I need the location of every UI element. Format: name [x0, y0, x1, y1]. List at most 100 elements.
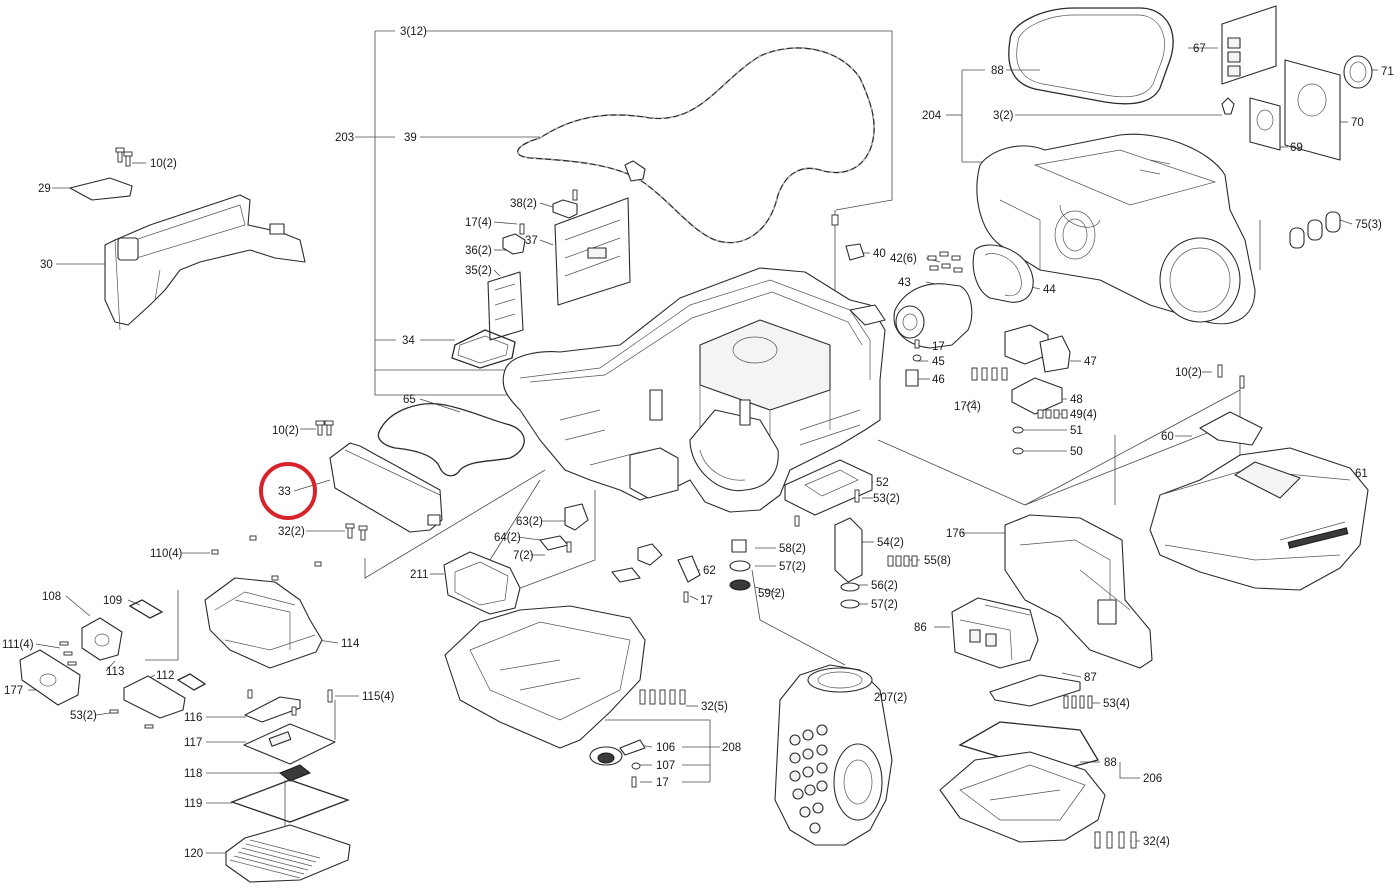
label-48: 48 [1070, 394, 1083, 406]
parts-35-38-pcb-stack [487, 160, 646, 341]
label-206: 206 [1143, 773, 1162, 785]
label-58-2: 58(2) [779, 543, 806, 555]
label-17-a: 17 [932, 341, 945, 353]
label-62: 62 [703, 565, 716, 577]
label-109: 109 [103, 595, 122, 607]
part-32-4-screws [1094, 831, 1137, 849]
label-116: 116 [184, 712, 202, 724]
label-53-2-a: 53(2) [873, 493, 900, 505]
part-176-bracket-housing [1004, 514, 1153, 669]
label-88-bottom: 88 [1104, 757, 1117, 769]
loose-screws [115, 147, 1245, 788]
label-71: 71 [1381, 66, 1394, 78]
label-204: 204 [922, 110, 942, 122]
label-106: 106 [656, 742, 675, 754]
part-34-gasket [451, 329, 516, 369]
label-88-top: 88 [991, 65, 1004, 77]
part-32-5-screws [639, 689, 686, 705]
label-75-3: 75(3) [1355, 219, 1382, 231]
label-37: 37 [525, 235, 538, 247]
label-176: 176 [946, 528, 965, 540]
label-108: 108 [42, 591, 61, 603]
parts-69-70-71-seal-plate [1221, 55, 1373, 161]
label-114: 114 [341, 638, 360, 650]
part-67-pcb [1221, 5, 1277, 85]
parts-40-44-motor-assembly [845, 243, 1034, 349]
label-118: 118 [184, 768, 202, 780]
part-87-bracket [989, 674, 1093, 709]
part-17-screws [971, 367, 1008, 381]
label-177: 177 [4, 685, 23, 697]
label-56-2: 56(2) [871, 580, 898, 592]
label-44: 44 [1043, 284, 1056, 296]
label-54-2: 54(2) [877, 537, 904, 549]
parts-54-59-wheel-hub [729, 517, 918, 609]
part-65-cable-gasket [377, 403, 525, 477]
label-34: 34 [402, 335, 415, 347]
label-3-12: 3(12) [400, 26, 427, 38]
label-43: 43 [898, 277, 911, 289]
label-10-2-left: 10(2) [272, 425, 299, 437]
label-53-4: 53(4) [1103, 698, 1130, 710]
label-32-4: 32(4) [1143, 836, 1170, 848]
label-117: 117 [184, 737, 202, 749]
label-33: 33 [278, 486, 291, 498]
label-111-4: 111(4) [2, 639, 34, 651]
part-55-screws [887, 555, 918, 567]
highlight-circle [259, 462, 317, 520]
part-75-pins [1289, 211, 1341, 249]
label-60: 60 [1161, 431, 1174, 443]
part-39-perimeter-gasket [517, 47, 875, 244]
part-86-battery [951, 597, 1039, 669]
parts-46-48-sensor-bracket [905, 324, 1071, 455]
wheel-tread [789, 724, 828, 834]
label-10-2-top: 10(2) [150, 158, 177, 170]
label-10-2-right: 10(2) [1175, 367, 1202, 379]
part-33-cover [329, 442, 443, 533]
label-203: 203 [335, 132, 354, 144]
part-207-wheel [774, 664, 893, 846]
label-45: 45 [932, 356, 945, 368]
label-63-2: 63(2) [516, 516, 543, 528]
label-29: 29 [38, 183, 51, 195]
part-206-bottom-tray [939, 721, 1137, 849]
label-7-2: 7(2) [513, 550, 534, 562]
label-119: 119 [184, 798, 202, 810]
label-17-4-b: 17(4) [954, 401, 981, 413]
label-49-4: 49(4) [1070, 409, 1097, 421]
label-211: 211 [410, 569, 428, 581]
label-112: 112 [156, 670, 174, 682]
part-52-panel [784, 459, 873, 516]
label-46: 46 [932, 374, 945, 386]
heatsink-fins [229, 839, 321, 879]
label-3-2: 3(2) [993, 110, 1014, 122]
parts-116-120-electronics-stack [225, 696, 351, 883]
label-39: 39 [404, 132, 417, 144]
parts-108-113-177-side-module [19, 599, 207, 729]
part-labels: 3(12) 203 39 88 67 71 204 3(2) 70 69 75(… [2, 26, 1394, 860]
label-115-4: 115(4) [362, 691, 395, 703]
label-57-2-b: 57(2) [871, 599, 898, 611]
label-17-c: 17 [656, 777, 669, 789]
label-57-2-a: 57(2) [779, 561, 806, 573]
part-204-front-housing [976, 133, 1256, 325]
label-65: 65 [403, 394, 416, 406]
small-screws [59, 641, 154, 729]
label-53-2-b: 53(2) [70, 710, 97, 722]
label-69: 69 [1290, 142, 1303, 154]
label-55-8: 55(8) [924, 555, 951, 567]
parts-60-61-rear-cover [1149, 411, 1369, 591]
part-53-4-screws [1063, 695, 1093, 709]
parts-29-30-left-cover [69, 177, 306, 331]
label-107: 107 [656, 760, 675, 772]
label-59-2: 59(2) [758, 588, 785, 600]
part-49-screws [1037, 409, 1068, 419]
label-207-2: 207(2) [874, 692, 907, 704]
part-42-screws [927, 251, 963, 273]
main-chassis [502, 267, 886, 513]
label-35-2: 35(2) [465, 265, 492, 277]
label-70: 70 [1351, 117, 1364, 129]
label-51: 51 [1070, 425, 1083, 437]
